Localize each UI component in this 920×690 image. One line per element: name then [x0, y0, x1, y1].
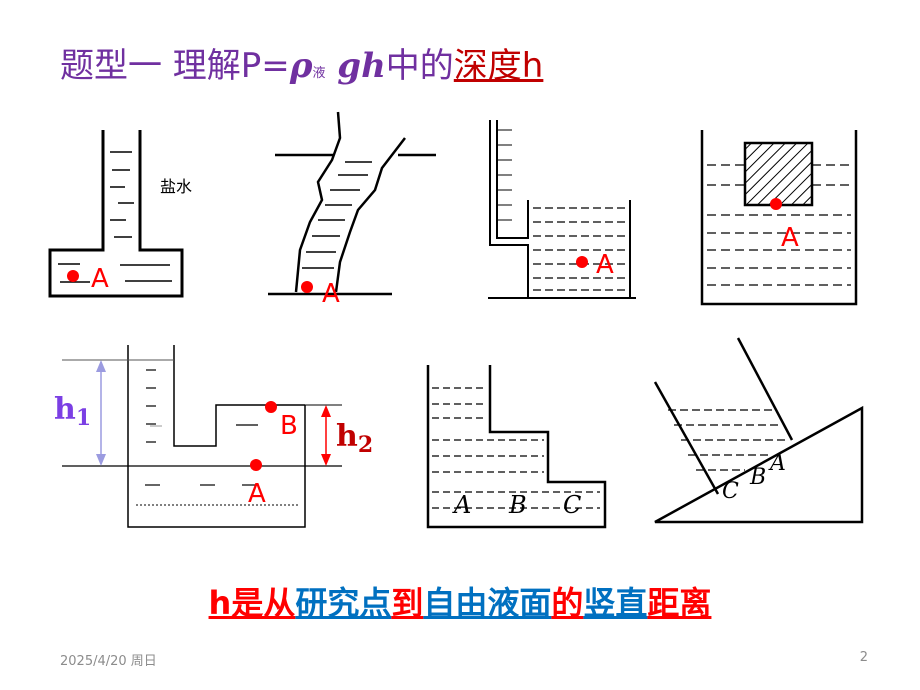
- fig6-point-c-label: C: [563, 491, 581, 519]
- caption-seg-4: 自由液面: [423, 584, 552, 622]
- fig2-point-a-dot: [301, 281, 313, 293]
- fig7-point-c-label: C: [722, 479, 739, 504]
- figure-4-submerged-block: [700, 130, 858, 306]
- fig5-point-b-label: B: [280, 411, 298, 441]
- figure-6-stepped-vessel: [426, 365, 607, 529]
- fig5-h1-label: h1: [54, 392, 91, 431]
- slide-title: 题型一 理解P=ρ液 gh中的深度h: [60, 38, 543, 98]
- fig5-point-b-dot: [265, 401, 277, 413]
- figure-2-tilted-tube: [268, 111, 436, 296]
- fig2-point-a-label: A: [322, 279, 340, 309]
- title-gh: gh: [325, 46, 386, 86]
- fig3-point-a-dot: [576, 256, 588, 268]
- title-depth-h: 深度h: [453, 46, 544, 86]
- fig7-point-a-label: A: [768, 451, 786, 476]
- caption-seg-7: 距离: [647, 584, 712, 622]
- title-rho: ρ: [289, 46, 313, 86]
- fig7-point-b-label: B: [749, 465, 766, 490]
- fig1-point-a-label: A: [91, 264, 109, 294]
- figure-1-narrow-neck-vessel: [48, 130, 184, 298]
- title-rho-subscript: 液: [312, 66, 326, 81]
- caption-seg-5: 的: [551, 584, 584, 622]
- depth-definition-caption: h是从研究点到自由液面的竖直距离: [0, 578, 920, 624]
- figure-3-tank-with-tube: [488, 120, 636, 299]
- fig4-point-a-dot: [770, 198, 782, 210]
- figure-7-inclined-vessel: [653, 337, 864, 524]
- title-part1: 题型一 理解P=: [60, 46, 290, 86]
- caption-seg-2: 研究点: [295, 584, 392, 622]
- fig6-point-a-label: A: [452, 491, 471, 519]
- caption-seg-1: h是从: [208, 584, 296, 622]
- footer-date: 2025/4/20 周日: [60, 654, 157, 669]
- fig3-point-a-label: A: [596, 250, 614, 280]
- fig4-point-a-label: A: [781, 223, 799, 253]
- caption-seg-3: 到: [391, 584, 424, 622]
- fig5-point-a-dot: [250, 459, 262, 471]
- fig5-point-a-label: A: [248, 479, 266, 509]
- footer-page-number: 2: [859, 650, 868, 665]
- figure-5-h1-h2-vessel: [62, 345, 342, 528]
- fig6-point-b-label: B: [508, 491, 527, 519]
- caption-seg-6: 竖直: [583, 584, 648, 622]
- title-part2: 中的: [385, 46, 454, 86]
- fig1-point-a-dot: [67, 270, 79, 282]
- fig5-h2-label: h2: [336, 419, 373, 458]
- fig1-salt-water-label: 盐水: [160, 177, 192, 196]
